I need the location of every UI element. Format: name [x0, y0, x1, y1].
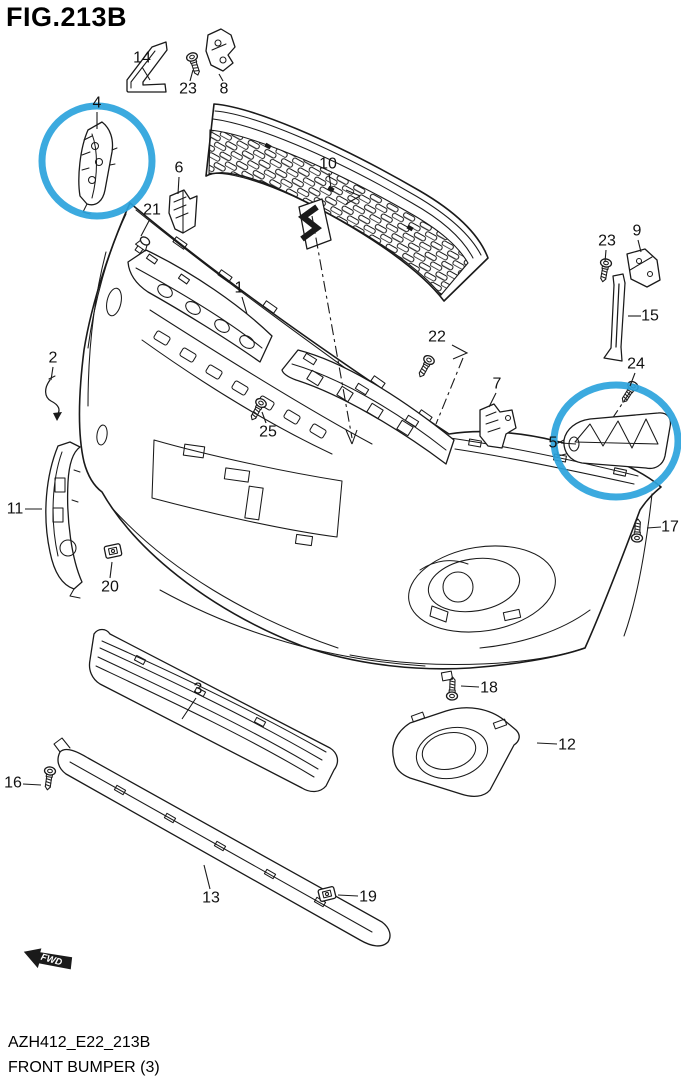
callout-23-top[interactable]: 23 — [179, 81, 197, 98]
callout-13[interactable]: 13 — [202, 890, 220, 907]
callout-16[interactable]: 16 — [4, 775, 22, 792]
callout-11[interactable]: 11 — [7, 501, 24, 518]
screw-part16 — [41, 765, 57, 792]
callout-10[interactable]: 10 — [319, 156, 337, 173]
callout-9[interactable]: 9 — [633, 223, 642, 240]
callout-20[interactable]: 20 — [101, 579, 119, 596]
callout-21[interactable]: 21 — [143, 202, 161, 219]
callout-12[interactable]: 12 — [558, 737, 576, 754]
callout-1[interactable]: 1 — [235, 280, 244, 297]
bracket-part6-drawing — [168, 189, 198, 234]
callout-23-right[interactable]: 23 — [598, 233, 616, 250]
radiator-grille-part10-drawing — [205, 103, 489, 302]
bumper-extension-part13-drawing — [53, 737, 391, 947]
screw-part23-top — [184, 50, 204, 78]
bracket-part7-drawing — [479, 403, 517, 449]
drawing-code: AZH412_E22_213B — [8, 1034, 151, 1051]
lower-absorber-drawing — [281, 349, 455, 465]
lower-grille-part3-drawing — [88, 628, 339, 793]
fwd-label: FWD — [39, 952, 63, 969]
drawing-caption: FRONT BUMPER (3) — [8, 1059, 160, 1076]
fwd-direction-arrow: FWD — [23, 948, 73, 970]
callout-15[interactable]: 15 — [641, 308, 659, 325]
figure-title: FIG.213B — [6, 2, 128, 32]
callout-7[interactable]: 7 — [493, 376, 502, 393]
callout-2[interactable]: 2 — [49, 350, 58, 367]
side-bracket-part5-drawing — [555, 412, 672, 470]
callout-19[interactable]: 19 — [359, 889, 377, 906]
callout-18[interactable]: 18 — [480, 680, 498, 697]
bracket-part8-drawing — [205, 28, 236, 72]
hook-part2-drawing — [45, 375, 62, 421]
callout-22[interactable]: 22 — [428, 329, 446, 346]
callout-5[interactable]: 5 — [549, 435, 558, 452]
highlight-circle-part4 — [38, 102, 156, 220]
clip-part20 — [103, 542, 123, 560]
brand-emblem — [297, 198, 332, 250]
assembly-leader-lines — [311, 189, 469, 445]
highlight-circle-part5 — [550, 381, 681, 501]
stay-part15-drawing — [603, 273, 626, 362]
side-bracket-part11-drawing — [45, 441, 83, 599]
bracket-part9-drawing — [626, 248, 661, 288]
callout-labels: 14 23 8 4 6 21 10 1 22 25 2 11 20 7 5 24… — [4, 50, 679, 907]
callout-24[interactable]: 24 — [627, 356, 645, 373]
screw-part22 — [414, 353, 437, 381]
callout-3[interactable]: 3 — [194, 681, 203, 698]
drawing-footer: AZH412_E22_213B FRONT BUMPER (3) — [8, 1030, 160, 1080]
bracket-part14-drawing — [126, 41, 168, 93]
callout-25[interactable]: 25 — [259, 424, 277, 441]
bumper-reinforcement-part1-drawing — [127, 249, 273, 363]
callout-4[interactable]: 4 — [93, 95, 102, 112]
fog-lamp-bezel-part12-drawing — [392, 707, 520, 797]
callout-8[interactable]: 8 — [220, 81, 229, 98]
side-bracket-part4-drawing — [78, 121, 118, 215]
callout-6[interactable]: 6 — [175, 160, 184, 177]
callout-17[interactable]: 17 — [661, 519, 679, 536]
callout-14[interactable]: 14 — [133, 50, 151, 67]
